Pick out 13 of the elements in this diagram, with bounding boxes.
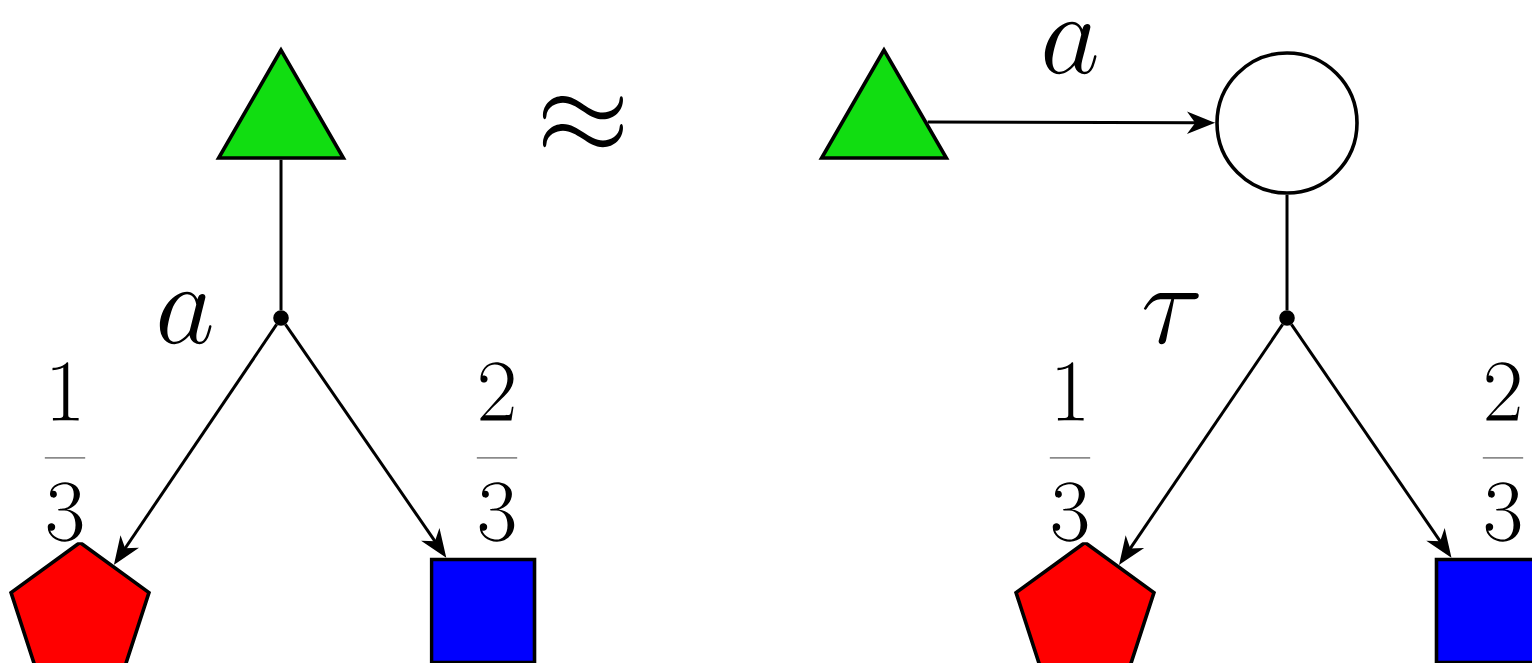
edge-label: $\frac{1}{3}$ <box>1045 361 1095 543</box>
edge-label: $\frac{2}{3}$ <box>1478 361 1528 543</box>
connector-line <box>279 159 283 311</box>
square-node <box>1434 557 1532 663</box>
edge-label: $a$ <box>1038 21 1102 75</box>
connector-line <box>1285 194 1289 311</box>
approx-sign: $\approx$ <box>542 96 623 148</box>
edge-label: $a$ <box>153 291 217 345</box>
edge-label: $\tau$ <box>1138 291 1206 345</box>
circle-node <box>1215 51 1359 195</box>
square-node <box>429 557 537 663</box>
edge-label: $\frac{1}{3}$ <box>40 361 90 543</box>
edge-label: $\frac{2}{3}$ <box>472 361 522 543</box>
